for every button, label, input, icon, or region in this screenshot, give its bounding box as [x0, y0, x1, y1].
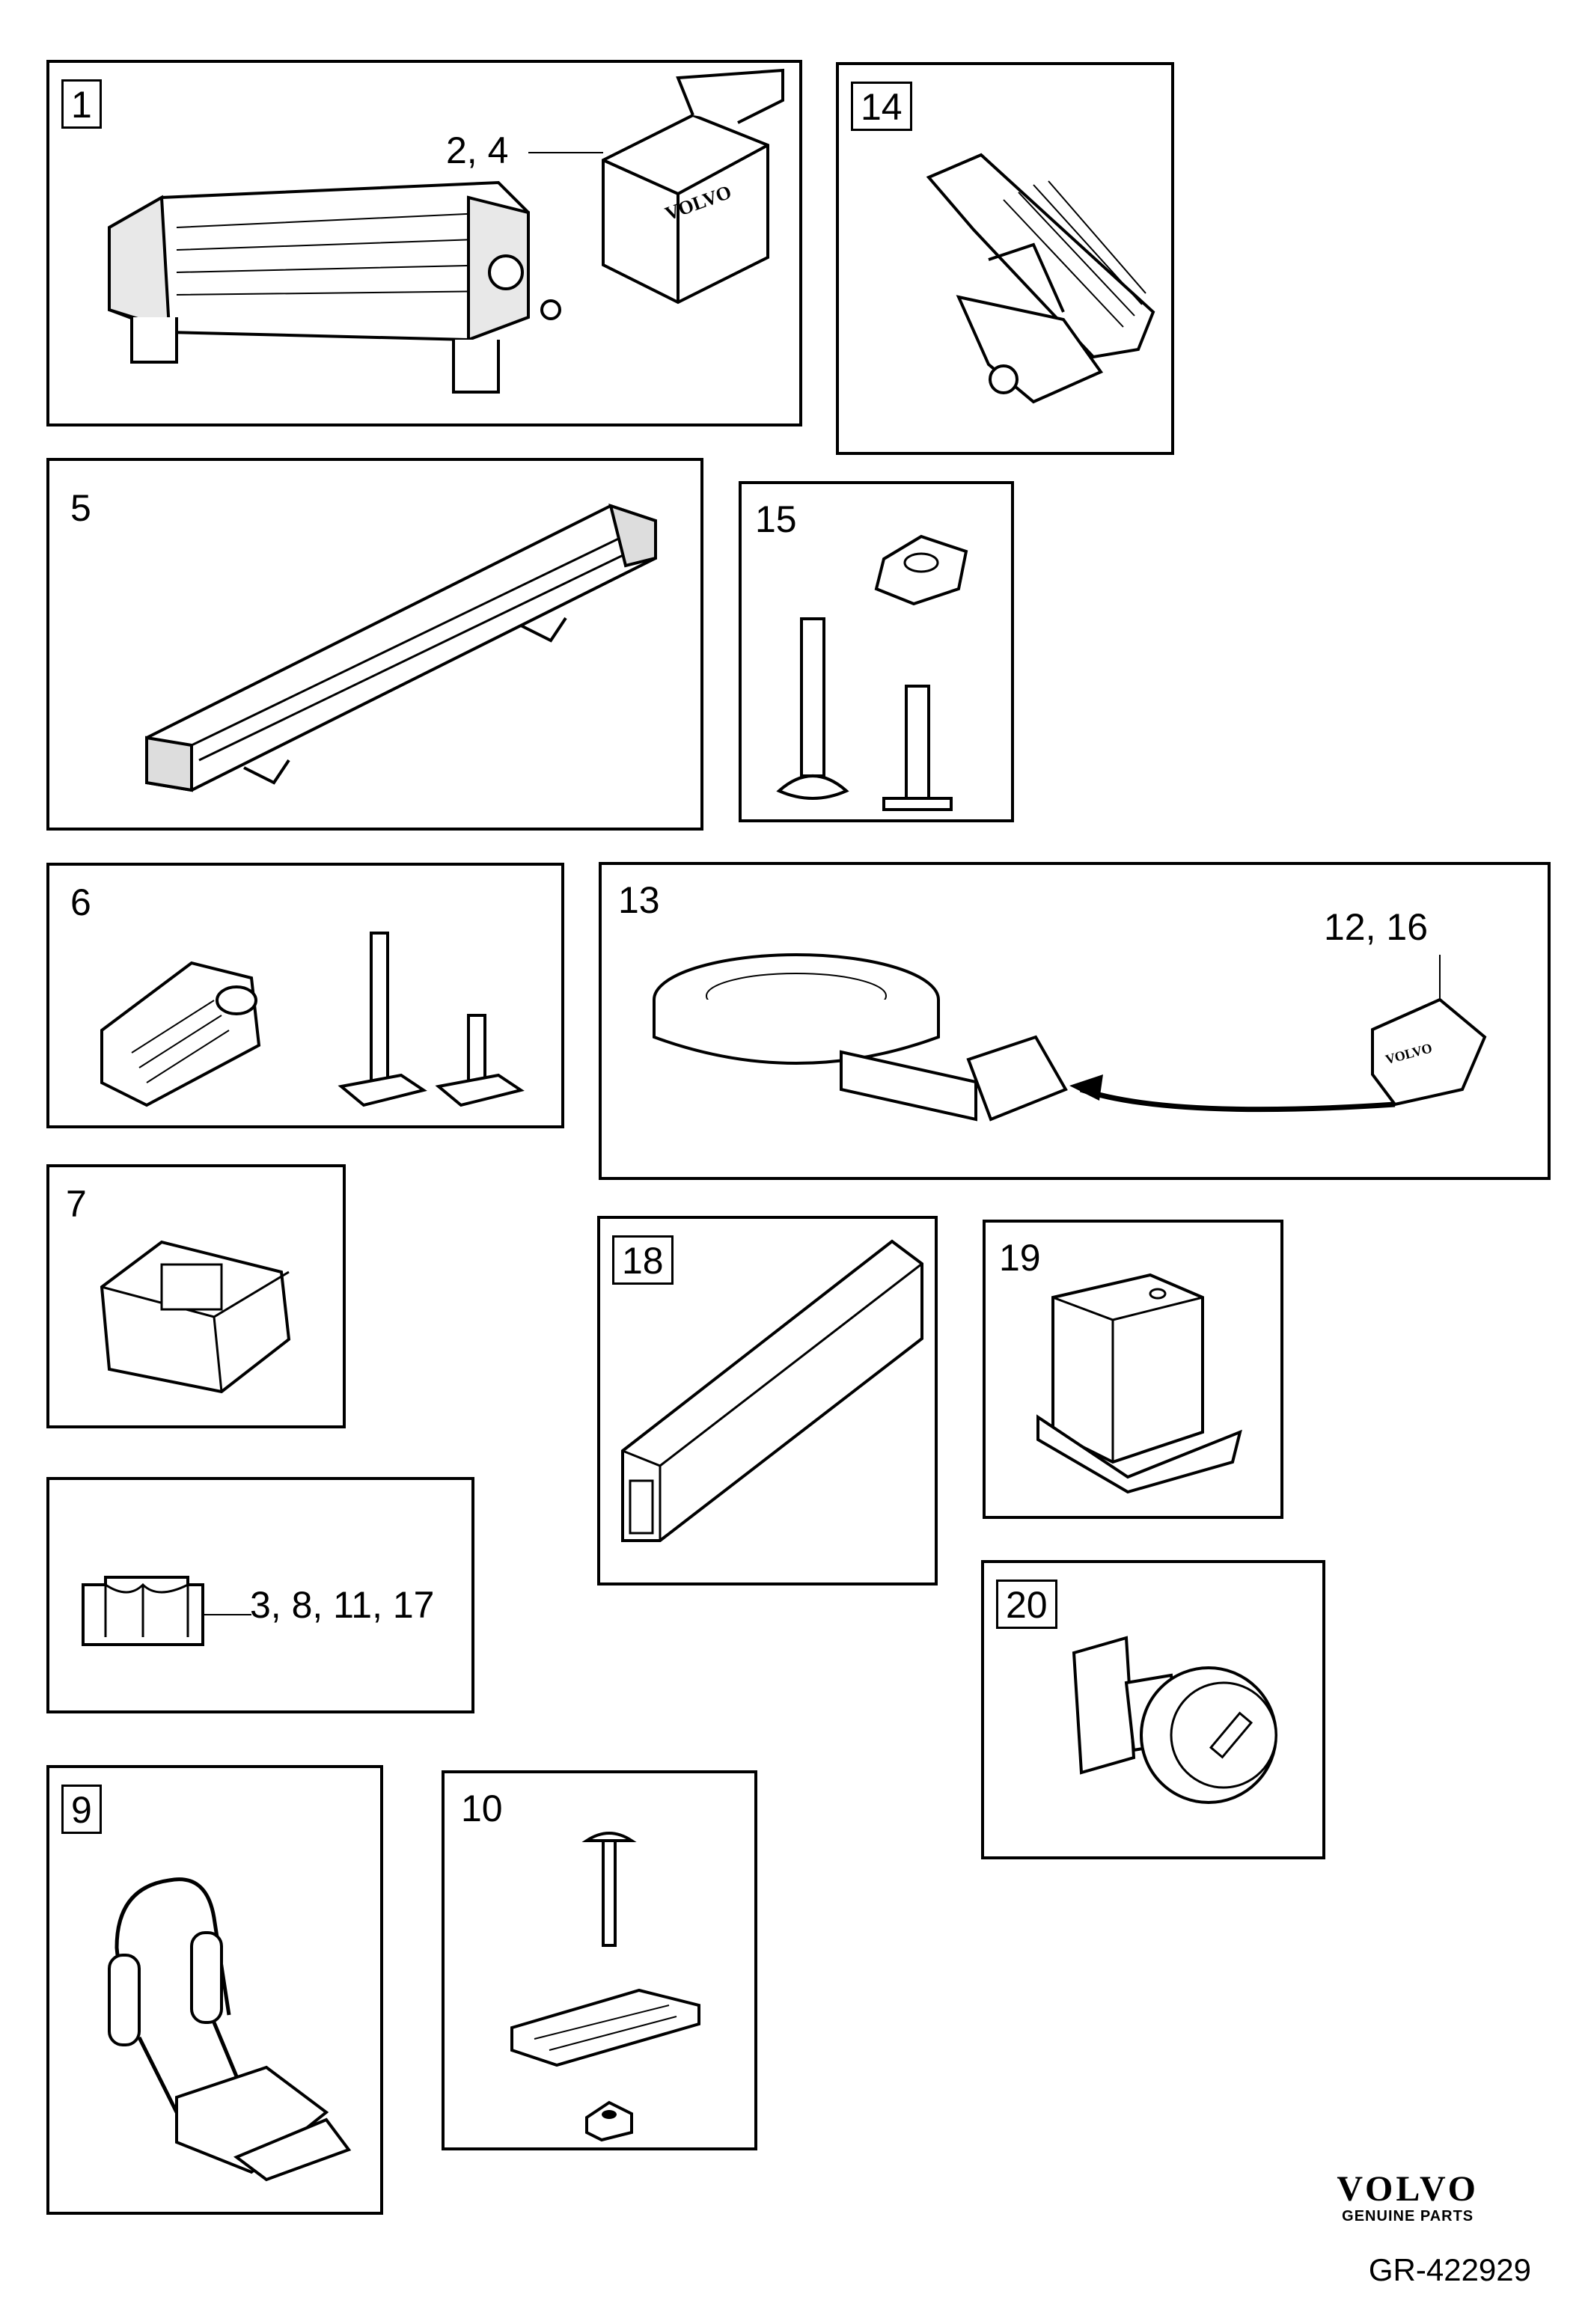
drawing-code: GR-422929: [1368, 2252, 1531, 2287]
panel-19: 19: [983, 1220, 1283, 1519]
panel-number: 9: [61, 1785, 102, 1834]
callout-label: 3, 8, 11, 17: [250, 1584, 435, 1626]
brand-logo: VOLVO: [1337, 2169, 1479, 2209]
clamp-and-bolts-illustration: [87, 918, 536, 1113]
panel-13: 13 12, 16 VOLVO: [599, 862, 1551, 1180]
panel-18: 18: [597, 1216, 938, 1585]
panel-number: 7: [66, 1183, 87, 1225]
panel-number: 15: [755, 498, 797, 540]
kayak-holder-illustration: [87, 1843, 371, 2202]
panel-number: 14: [851, 82, 912, 131]
panel-number: 6: [70, 881, 91, 923]
panel-number: 1: [61, 79, 102, 129]
panel-10: 10: [442, 1770, 757, 2150]
ski-rail-illustration: [132, 491, 671, 813]
bolt-bracket-nut-illustration: [489, 1818, 714, 2140]
lock-cylinder-illustration: [1066, 1630, 1291, 1832]
panel-number: 20: [996, 1580, 1057, 1629]
brand-tagline: GENUINE PARTS: [1342, 2208, 1474, 2224]
panel-20: 20: [981, 1560, 1325, 1859]
foot-pad-illustration: [94, 1220, 304, 1414]
panel-6: 6: [46, 863, 564, 1128]
panel-number: 10: [461, 1788, 503, 1829]
panel-number: 5: [70, 487, 91, 529]
bolts-and-knob-illustration: [764, 522, 1004, 813]
volvo-genuine-parts-logo: VOLVO GENUINE PARTS: [1337, 2168, 1479, 2225]
panel-3-8-11-17: 3, 8, 11, 17: [46, 1477, 474, 1713]
callout-leader-line: [528, 149, 603, 156]
panel-number: 13: [618, 879, 660, 921]
panel-5: 5: [46, 458, 703, 831]
callout-label: 2, 4: [446, 129, 509, 171]
panel-14: 14: [836, 62, 1174, 455]
panel-9: 9: [46, 1765, 383, 2215]
panel-number: 19: [999, 1237, 1041, 1279]
callout-label: 12, 16: [1324, 906, 1429, 948]
ski-carrier-illustration: [79, 168, 603, 415]
insert-illustration: [76, 1570, 255, 1660]
panel-7: 7: [46, 1164, 346, 1428]
panel-1: 1 2, 4 VOLVO: [46, 60, 802, 426]
foot-unit-illustration: [1030, 1268, 1255, 1499]
bike-holder-illustration: [914, 147, 1168, 432]
rail-profile-illustration: [615, 1226, 929, 1578]
strap-illustration: VOLVO: [647, 940, 1530, 1172]
box-illustration: VOLVO: [596, 70, 790, 325]
panel-15: 15: [739, 481, 1014, 822]
panel-number: 18: [612, 1235, 674, 1285]
